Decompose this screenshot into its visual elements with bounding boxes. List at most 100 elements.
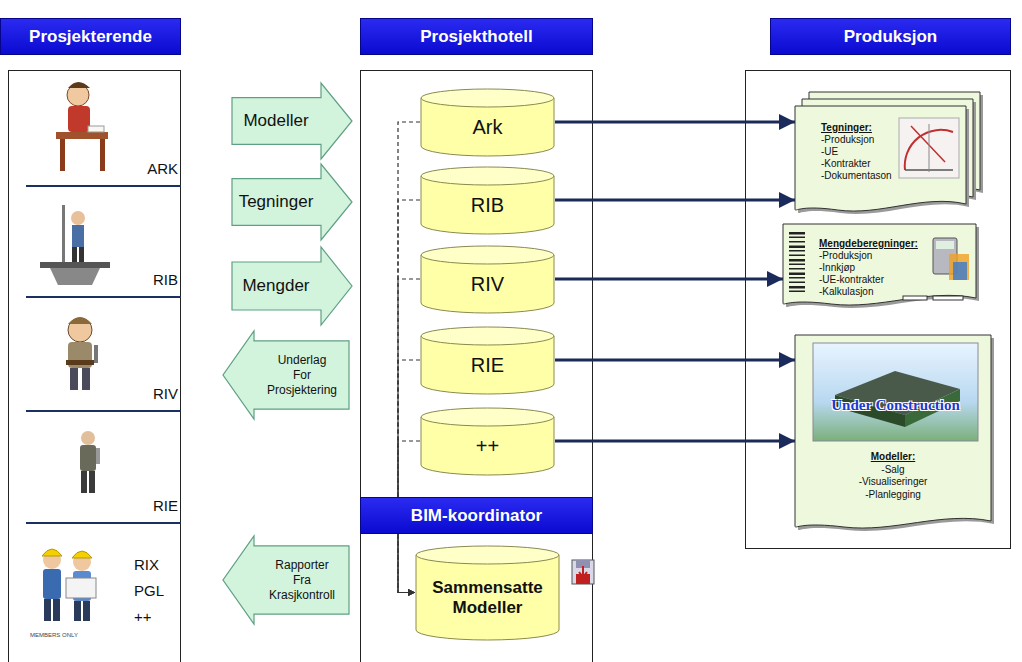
node-text: ARK [118, 160, 178, 177]
node-text: RIE [118, 497, 178, 514]
text-holder: ARK [118, 160, 178, 177]
header-band: Produksjon [770, 18, 1011, 55]
right-panel [746, 71, 1011, 549]
text-holder: Rapporter Fra Krasjkontroll [256, 535, 348, 625]
role-name: RIE [118, 497, 178, 517]
node-text: BIM-koordinator [411, 506, 542, 526]
node-text: Ark [473, 116, 503, 139]
role-name: RIB [118, 271, 178, 291]
node-text: -Dokumentason [821, 170, 892, 182]
text-holder: RIE [118, 497, 178, 514]
node-text: Rapporter Fra Krasjkontroll [256, 558, 348, 603]
model-cylinder: Ark [420, 88, 555, 156]
node-text: ++ [476, 435, 499, 458]
text-holder: RIB [118, 271, 178, 288]
model-cylinder: RIE [420, 326, 555, 394]
output-arrow [555, 440, 795, 443]
text-holder: ++ [420, 421, 555, 471]
hvac-figure [66, 317, 98, 390]
node-text: Tegninger: [821, 122, 892, 134]
text-holder: Produksjon [771, 19, 1010, 54]
text-holder: Prosjekterende [1, 19, 180, 54]
structural-figure [40, 205, 110, 285]
header-band: Prosjekterende [0, 18, 181, 55]
node-outline [222, 535, 350, 625]
text-holder: Underlag For Prosjektering [256, 330, 348, 420]
merge-connector [398, 279, 420, 593]
text-holder: BIM-koordinator [361, 498, 592, 533]
workers-figure [42, 549, 96, 621]
output-arrow [555, 121, 795, 124]
role-name: ARK [118, 160, 178, 180]
text-holder: Tegninger [231, 163, 321, 241]
node-text: -Visualiseringer [795, 476, 991, 489]
node-outline [222, 330, 350, 420]
node-text: -Produksjon [821, 134, 892, 146]
feedback-arrow: Underlag For Prosjektering [222, 330, 350, 420]
node-text: RIB [118, 271, 178, 288]
node-text: Modeller [243, 111, 308, 131]
output-arrow [555, 199, 795, 202]
architect-figure [56, 82, 108, 171]
node-text: -UE-kontrakter [819, 274, 918, 286]
node-text: -Salg [795, 464, 991, 477]
model-cylinder: RIV [420, 245, 555, 313]
text-holder: RIE [420, 340, 555, 390]
text-holder: Tegninger:-Produksjon-UE-Kontrakter-Doku… [821, 122, 892, 182]
text-holder: RIB [420, 180, 555, 230]
node-text: ++ [134, 604, 180, 630]
text-holder: Ark [420, 102, 555, 152]
text-holder: Prosjekthotell [361, 19, 592, 54]
role-separators [26, 186, 181, 523]
node-text: -Kontrakter [821, 158, 892, 170]
text-holder: Modeller:-Salg-Visualiseringer-Planleggi… [795, 451, 991, 501]
electrical-figure [80, 431, 100, 493]
node-text: -Produksjon [819, 250, 918, 262]
floppy-icon [572, 560, 594, 584]
output-arrow [555, 359, 795, 362]
input-arrow: Tegninger [231, 163, 353, 241]
node-text: Under Construction [813, 397, 978, 414]
node-text: Prosjekterende [29, 27, 152, 47]
output-arrow [555, 278, 783, 281]
left-panel [9, 71, 181, 662]
node-text: Modeller: [795, 451, 991, 464]
input-arrow: Mengder [231, 246, 353, 326]
node-text: Mengder [242, 276, 309, 296]
node-outline [795, 335, 995, 535]
text-holder: RIXPGL++ [134, 552, 180, 630]
role-name: RIV [118, 385, 178, 405]
node-text: -Kalkulasjon [819, 286, 918, 298]
watermark-text: MEMBERS ONLY [30, 632, 78, 638]
middle-panel [361, 71, 593, 662]
node-text: Sammensatte Modeller [427, 578, 548, 618]
text-holder: RIV [118, 385, 178, 402]
drawings-document: Tegninger:-Produksjon-UE-Kontrakter-Doku… [795, 92, 980, 214]
feedback-arrow: Rapporter Fra Krasjkontroll [222, 535, 350, 625]
node-outline [783, 224, 980, 312]
model-cylinder: RIB [420, 166, 555, 234]
node-text: RIE [471, 354, 504, 377]
node-text: RIV [118, 385, 178, 402]
text-holder: Mengder [231, 246, 321, 326]
model-cylinder: ++ [420, 407, 555, 475]
node-text: Prosjekthotell [420, 27, 532, 47]
header-band: Prosjekthotell [360, 18, 593, 55]
text-holder: Modeller [231, 82, 321, 160]
node-text: Produksjon [844, 27, 938, 47]
node-text: PGL [134, 578, 180, 604]
node-text: RIV [471, 273, 504, 296]
role-name: RIXPGL++ [134, 552, 180, 634]
node-text: Underlag For Prosjektering [256, 353, 348, 398]
header-band: BIM-koordinator [360, 497, 593, 534]
node-text: Mengdeberegninger: [819, 238, 918, 250]
node-text: -Innkjøp [819, 262, 918, 274]
node-text: RIB [471, 194, 504, 217]
text-holder: RIV [420, 259, 555, 309]
input-arrow: Modeller [231, 82, 353, 160]
node-text: -UE [821, 146, 892, 158]
node-text: RIX [134, 552, 180, 578]
merged-model-cylinder: Sammensatte Modeller [415, 545, 560, 640]
text-holder: Mengdeberegninger:-Produksjon-Innkjøp-UE… [819, 238, 918, 298]
node-text: -Planlegging [795, 489, 991, 502]
